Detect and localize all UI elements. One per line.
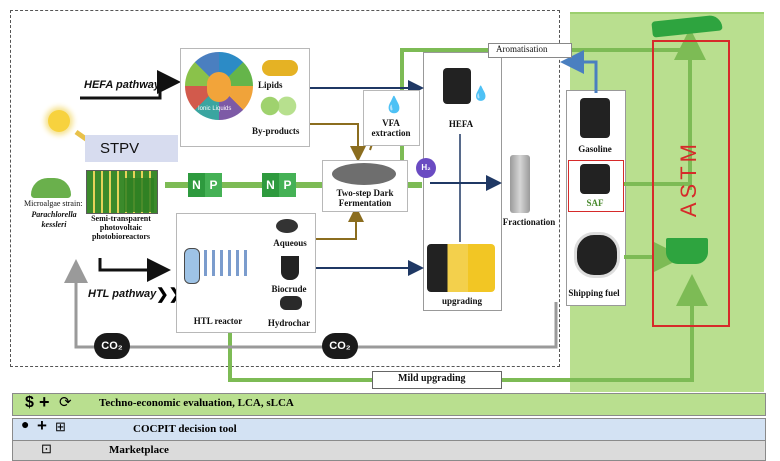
microalgae-mound-icon — [31, 178, 71, 198]
saf-label: SAF — [586, 198, 604, 208]
shipping-fuel-label: Shipping fuel — [568, 288, 620, 298]
hefa-label: HEFA — [448, 119, 474, 129]
co2-badge-2: CO₂ — [322, 333, 358, 359]
lipid-drop-icon — [262, 60, 298, 76]
gasoline-label: Gasoline — [578, 144, 612, 154]
n-block-1: N — [188, 173, 205, 197]
ship-icon — [666, 238, 708, 264]
byproducts-label: By-products — [252, 126, 300, 136]
byproducts-icon — [258, 96, 298, 116]
co2-badge-1: CO₂ — [94, 333, 130, 359]
saf-pump-icon — [580, 164, 610, 194]
photobioreactor-label: Semi-transparent photovoltaic photobiore… — [91, 214, 151, 241]
fractionation-column-icon — [510, 155, 530, 213]
biocrude-flask-icon — [281, 256, 299, 280]
plus-icon: + — [39, 392, 50, 412]
p-block-2: P — [279, 173, 296, 197]
aqueous-label: Aqueous — [273, 238, 307, 248]
stpv-label: STPV — [100, 140, 140, 157]
dark-fermentation-label: Two-step Dark Fermentation — [336, 188, 394, 208]
drops-icon: 💧 — [384, 97, 404, 114]
aromatisation-box — [488, 43, 572, 58]
fermenter-disc-icon — [332, 163, 396, 185]
lipids-label: Lipids — [258, 80, 283, 90]
vfa-label: VFA extraction — [371, 118, 411, 138]
coil-icon — [204, 250, 252, 276]
ionic-liquids-label: Ionic Liquids — [198, 106, 232, 112]
biocrude-label: Biocrude — [271, 284, 307, 294]
presentation-icon: ⊞ — [55, 419, 66, 434]
astm-label: ASTM — [676, 140, 701, 218]
ionic-liquids-center-icon — [207, 72, 231, 102]
hydrochar-icon — [280, 296, 302, 310]
photobioreactor-tank-icon — [124, 178, 154, 212]
sun-icon — [48, 110, 70, 132]
dashed-frame — [10, 10, 560, 367]
hefa-barrel-icon — [443, 68, 471, 104]
microalgae-label: Microalgae strain: — [24, 199, 83, 208]
shipping-pump-icon — [574, 232, 620, 278]
hefa-drops-icon: 💧 — [472, 87, 490, 102]
gasoline-pump-icon — [580, 98, 610, 138]
dollar-icon: $ — [25, 394, 34, 411]
astm-box — [652, 40, 730, 327]
plus-icon-2: + — [37, 416, 47, 435]
vfa-box — [363, 90, 420, 146]
aromatisation-label: Aromatisation — [496, 44, 548, 54]
upgrading-vials-icon — [427, 244, 495, 292]
upgrading-label: upgrading — [441, 296, 483, 306]
mild-upgrading-label: Mild upgrading — [398, 373, 466, 384]
htl-pathway-label: HTL pathway — [88, 288, 157, 300]
marketplace-label: Marketplace — [109, 444, 169, 456]
htl-reactor-label: HTL reactor — [193, 316, 243, 326]
stpv-box — [85, 135, 178, 162]
h2-icon: H₂ — [416, 158, 436, 178]
chevron-icon: ❯❯ — [156, 286, 182, 303]
n-block-2: N — [262, 173, 279, 197]
hydrochar-label: Hydrochar — [267, 318, 311, 328]
hefa-pathway-label: HEFA pathway — [84, 79, 160, 91]
p-block-1: P — [205, 173, 222, 197]
mild-upgrading-box — [372, 371, 502, 389]
fractionation-label: Fractionation — [502, 217, 556, 227]
brain-icon: ● — [21, 418, 30, 433]
green-top-strip — [570, 12, 764, 14]
cocpit-label: COCPIT decision tool — [133, 423, 237, 435]
techno-economic-bar: $ + ⟳ Techno-economic evaluation, LCA, s… — [12, 392, 766, 416]
htl-reactor-icon — [184, 248, 200, 284]
cart-icon: ⊡ — [41, 441, 52, 456]
aqueous-icon — [276, 219, 298, 233]
cycle-icon: ⟳ — [59, 395, 72, 411]
strain-label: Parachlorella kessleri — [31, 210, 77, 229]
techno-economic-label: Techno-economic evaluation, LCA, sLCA — [99, 397, 294, 409]
